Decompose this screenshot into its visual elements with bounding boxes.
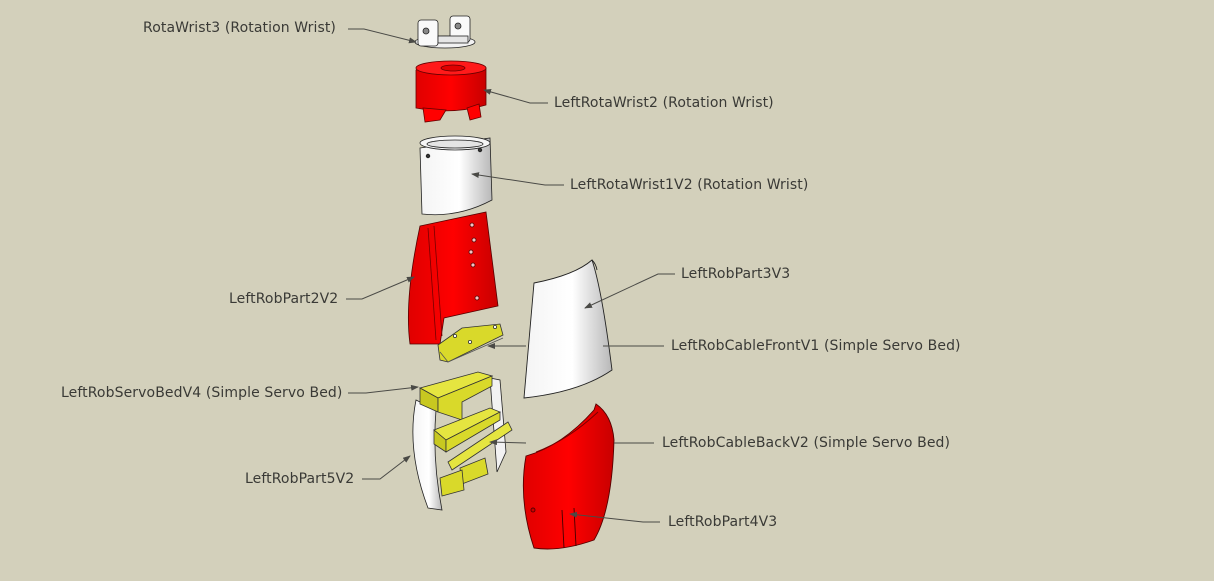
leader-leftrobpart5v2 bbox=[362, 455, 411, 480]
label-leftrobcablebackv2: LeftRobCableBackV2 (Simple Servo Bed) bbox=[662, 435, 951, 451]
part-leftrotawrist1v2 bbox=[419, 135, 493, 216]
label-leftrobservobedv4: LeftRobServoBedV4 (Simple Servo Bed) bbox=[61, 385, 343, 401]
part-leftrobpart3v3 bbox=[523, 259, 613, 399]
part-leftrobpart5v2 bbox=[412, 377, 507, 511]
leader-leftrobservobedv4 bbox=[348, 384, 419, 394]
label-leftrobpart3v3: LeftRobPart3V3 bbox=[681, 266, 791, 282]
part-leftrotawrist2 bbox=[415, 60, 487, 123]
label-rotawrist3: RotaWrist3 (Rotation Wrist) bbox=[143, 20, 336, 36]
part-leftrobcablefrontv1 bbox=[437, 323, 504, 363]
leader-lines bbox=[346, 28, 675, 523]
label-leftrotawrist1v2: LeftRotaWrist1V2 (Rotation Wrist) bbox=[570, 177, 809, 193]
part-leftrobpart2v2 bbox=[407, 211, 499, 345]
label-leftrobpart5v2: LeftRobPart5V2 bbox=[245, 471, 355, 487]
label-leftrobpart4v3: LeftRobPart4V3 bbox=[668, 514, 778, 530]
label-leftrotawrist2: LeftRotaWrist2 (Rotation Wrist) bbox=[554, 95, 774, 111]
leader-leftrotawrist1v2 bbox=[471, 172, 564, 186]
part-leftrobpart4v3 bbox=[522, 403, 615, 550]
leader-rotawrist3 bbox=[348, 28, 417, 44]
leader-leftrotawrist2 bbox=[483, 89, 548, 104]
leader-leftrobcablebackv2 bbox=[490, 442, 654, 443]
part-rotawrist3 bbox=[414, 15, 476, 49]
leader-leftrobpart3v3 bbox=[584, 273, 675, 309]
leader-leftrobpart2v2 bbox=[346, 276, 415, 300]
leader-leftrobpart4v3 bbox=[569, 511, 660, 523]
label-leftrobpart2v2: LeftRobPart2V2 bbox=[229, 291, 339, 307]
label-leftrobcablefrontv1: LeftRobCableFrontV1 (Simple Servo Bed) bbox=[671, 338, 961, 354]
